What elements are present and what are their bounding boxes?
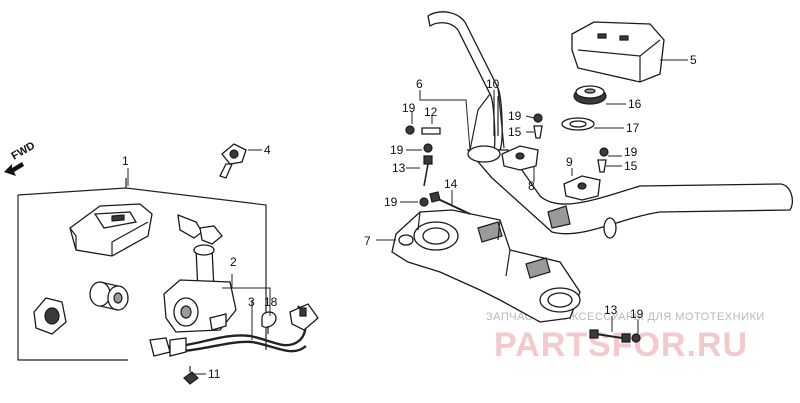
callout-18: 18 (264, 295, 278, 309)
wire-harness-part (149, 303, 319, 357)
holder-upper-right-part (563, 175, 601, 201)
callout-16: 16 (628, 97, 642, 111)
callout-15-right: 15 (624, 159, 638, 173)
ignition-switch-body-part (163, 244, 237, 333)
callout-17: 17 (626, 121, 640, 135)
wire-clip-part (261, 311, 277, 334)
bolt-lower-part (589, 329, 631, 343)
ignition-switch-assembly (17, 178, 319, 361)
nut-19a-part (405, 125, 415, 135)
callout-11: 11 (208, 367, 221, 381)
callout-19-a: 19 (402, 101, 416, 115)
nut-19d-part (599, 147, 609, 157)
callout-1: 1 (122, 154, 129, 168)
assembly-bracket (17, 178, 267, 361)
bolt-13a-part (423, 155, 433, 165)
callout-10: 10 (486, 77, 500, 91)
fasteners (405, 96, 641, 343)
key-part (219, 143, 247, 179)
callout-19-e: 19 (624, 145, 638, 159)
screw-part (183, 366, 199, 385)
callout-13-lower: 13 (604, 303, 618, 317)
key-in-switch-part (177, 213, 223, 245)
top-bridge-part (391, 209, 581, 323)
nut-19f-part (631, 333, 641, 343)
fwd-indicator: FWD (4, 140, 37, 176)
callout-19-f: 19 (630, 307, 644, 321)
callout-labels: 1 2 3 4 5 6 7 8 9 10 11 12 13 13 14 15 1… (122, 53, 697, 381)
callout-3: 3 (248, 295, 255, 309)
bushing-part (89, 281, 129, 311)
handlebar-part (427, 11, 794, 239)
callout-4: 4 (264, 143, 271, 157)
fwd-label: FWD (10, 140, 38, 163)
callout-9: 9 (566, 155, 573, 169)
nut-19e-part (419, 197, 429, 207)
callout-2: 2 (230, 255, 237, 269)
callout-19-c: 19 (384, 195, 398, 209)
handlebar-top-cover-part (571, 21, 665, 83)
nut-19c-part (533, 113, 543, 123)
socket-part (33, 297, 67, 335)
callout-7: 7 (364, 234, 371, 248)
callout-19-d: 19 (508, 109, 522, 123)
callout-12: 12 (424, 105, 438, 119)
callout-13-upper: 13 (392, 161, 406, 175)
callout-8: 8 (528, 179, 535, 193)
callout-6: 6 (416, 77, 423, 91)
bolt-15b-part (597, 159, 607, 173)
callout-14: 14 (444, 177, 458, 191)
switch-cover-part (69, 203, 153, 257)
callout-15-left: 15 (508, 125, 522, 139)
watermark-logo: PARTSFOR.RU (494, 326, 748, 364)
rubber-mount-part (573, 85, 607, 105)
bolt-12-part (421, 127, 441, 135)
leader-lines (127, 59, 688, 375)
washer-part (561, 117, 595, 131)
callout-19-b: 19 (390, 143, 404, 157)
nut-19b-part (423, 143, 433, 153)
callout-5: 5 (690, 53, 697, 67)
bolt-15a-part (533, 125, 543, 139)
fwd-arrow-icon (4, 162, 24, 176)
bolt-part (429, 191, 471, 215)
holder-upper-left-part (501, 145, 539, 171)
